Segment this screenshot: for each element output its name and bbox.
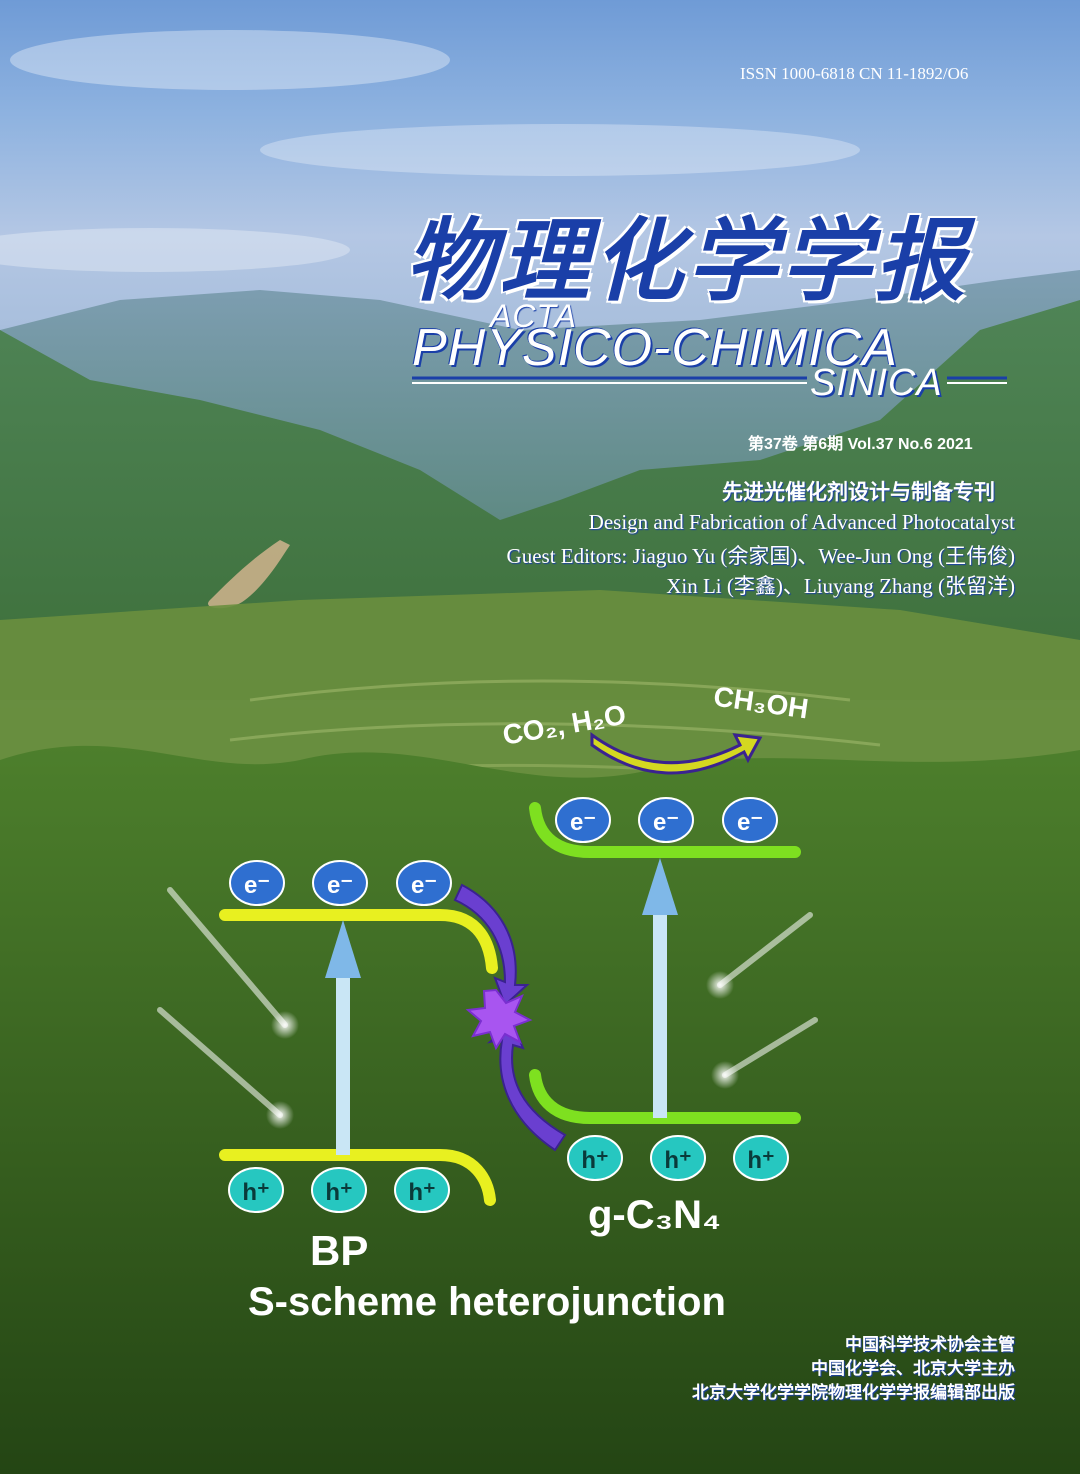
svg-text:e⁻: e⁻ bbox=[737, 809, 763, 836]
special-issue-title-cn: 先进光催化剂设计与制备专刊 bbox=[722, 481, 995, 504]
journal-title-chinese: 物理化学学报 bbox=[405, 209, 969, 314]
material-label-gcn: g-C₃N₄ bbox=[588, 1193, 721, 1237]
electron-bp: e⁻ bbox=[229, 860, 285, 906]
foreground-vegetation bbox=[0, 745, 1080, 1474]
svg-text:e⁻: e⁻ bbox=[244, 872, 270, 899]
publisher-line3: 北京大学化学学院物理化学学报编辑部出版 bbox=[692, 1383, 1015, 1402]
reduction-arrow bbox=[590, 732, 763, 775]
terrace-line bbox=[229, 722, 881, 747]
light-beam bbox=[706, 912, 813, 999]
journal-title-physico-chimica: PHYSICO-CHIMICA bbox=[412, 319, 898, 377]
cloud bbox=[10, 30, 450, 90]
electron-bp: e⁻ bbox=[312, 860, 368, 906]
gcn-conduction-band bbox=[529, 802, 801, 858]
hole-bp: h⁺ bbox=[311, 1167, 367, 1213]
recombination-star-icon bbox=[465, 988, 533, 1051]
material-label-bp: BP bbox=[310, 1227, 368, 1274]
hole-gcn: h⁺ bbox=[733, 1135, 789, 1181]
svg-text:h⁺: h⁺ bbox=[325, 1179, 352, 1206]
bp-valence-band bbox=[219, 1149, 496, 1206]
gcn-valence-band bbox=[529, 1069, 801, 1124]
svg-text:h⁺: h⁺ bbox=[242, 1179, 269, 1206]
electron-bp: e⁻ bbox=[396, 860, 452, 906]
svg-text:e⁻: e⁻ bbox=[653, 809, 679, 836]
hole-gcn: h⁺ bbox=[567, 1135, 623, 1181]
reactants-label: CO₂, H₂O bbox=[500, 699, 628, 751]
mid-mountains bbox=[0, 300, 1080, 700]
guest-editors-line2: Xin Li (李鑫)、Liuyang Zhang (张留洋) bbox=[666, 574, 1015, 598]
journal-title-sinica: SINICA bbox=[810, 362, 943, 404]
svg-text:h⁺: h⁺ bbox=[581, 1147, 608, 1174]
svg-text:e⁻: e⁻ bbox=[327, 872, 353, 899]
light-beam bbox=[167, 887, 299, 1039]
electron-gcn: e⁻ bbox=[638, 797, 694, 843]
svg-text:h⁺: h⁺ bbox=[664, 1147, 691, 1174]
issn-cn-number: ISSN 1000-6818 CN 11-1892/O6 bbox=[740, 64, 969, 83]
publisher-line1: 中国科学技术协会主管 bbox=[845, 1335, 1015, 1354]
river bbox=[208, 540, 290, 609]
excitation-arrow-gcn bbox=[642, 858, 678, 1118]
electron-gcn: e⁻ bbox=[555, 797, 611, 843]
light-beam bbox=[711, 1017, 818, 1089]
product-label: CH₃OH bbox=[712, 681, 811, 725]
guest-editors-line1: Guest Editors: Jiaguo Yu (余家国)、Wee-Jun O… bbox=[506, 544, 1015, 568]
diagram-caption: S-scheme heterojunction bbox=[248, 1280, 726, 1324]
excitation-arrow-bp bbox=[325, 920, 361, 1155]
bp-conduction-band bbox=[219, 909, 498, 974]
light-beam bbox=[157, 1007, 294, 1129]
hole-gcn: h⁺ bbox=[650, 1135, 706, 1181]
volume-issue: 第37卷 第6期 Vol.37 No.6 2021 bbox=[748, 436, 973, 453]
special-issue-title-en: Design and Fabrication of Advanced Photo… bbox=[588, 510, 1015, 534]
svg-text:h⁺: h⁺ bbox=[747, 1147, 774, 1174]
title-underline bbox=[412, 376, 1007, 384]
svg-text:e⁻: e⁻ bbox=[411, 872, 437, 899]
electron-gcn: e⁻ bbox=[722, 797, 778, 843]
hole-bp: h⁺ bbox=[394, 1167, 450, 1213]
terrace-line bbox=[249, 679, 851, 702]
svg-text:h⁺: h⁺ bbox=[408, 1179, 435, 1206]
journal-title-acta: ACTA bbox=[490, 298, 577, 334]
cloud bbox=[0, 228, 350, 272]
svg-text:e⁻: e⁻ bbox=[570, 809, 596, 836]
hole-bp: h⁺ bbox=[228, 1167, 284, 1213]
cloud bbox=[260, 124, 860, 176]
publisher-line2: 中国化学会、北京大学主办 bbox=[811, 1359, 1015, 1378]
